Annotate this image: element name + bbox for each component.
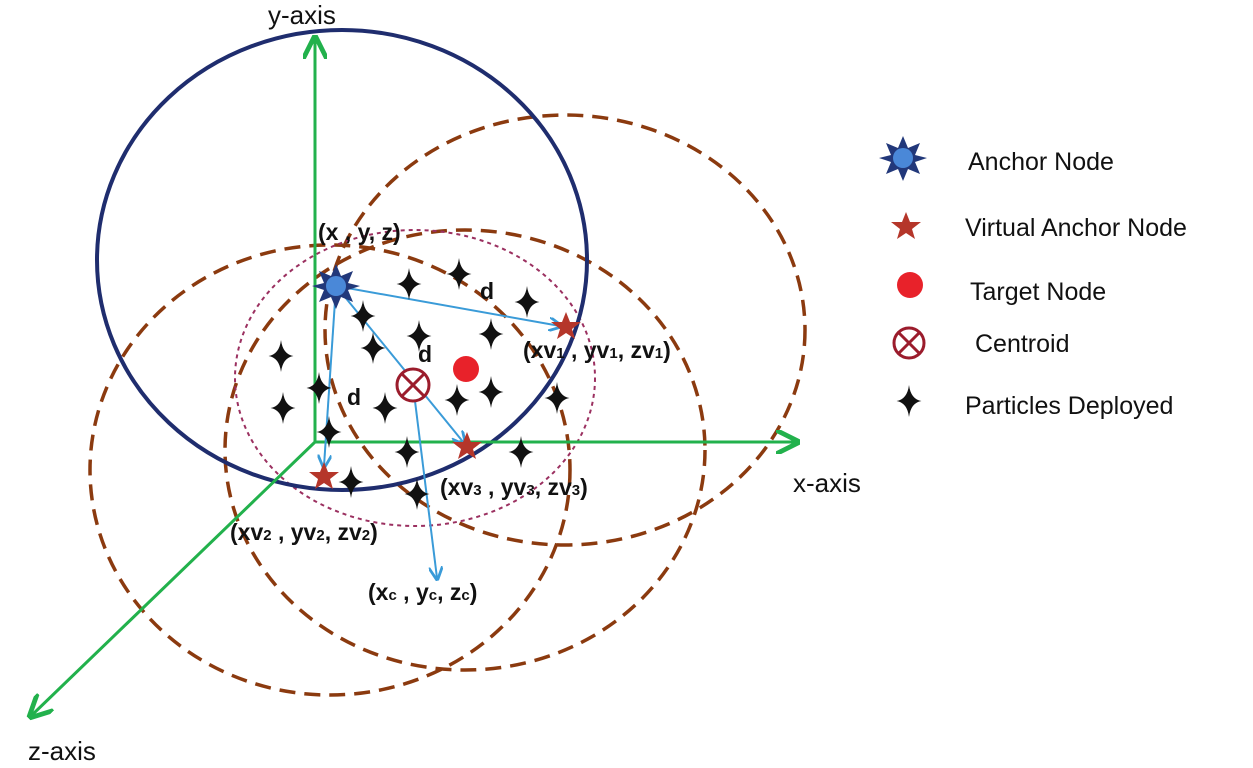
particle: [478, 318, 504, 350]
anchor-range-circle: [95, 28, 589, 492]
virtual-anchor-1: [551, 312, 581, 339]
particle: [444, 384, 470, 416]
legend-item-virtual: Virtual Anchor Node: [891, 212, 1187, 242]
virtual-anchor-2: [309, 462, 339, 489]
particle: [372, 392, 398, 424]
legend-label-anchor: Anchor Node: [968, 148, 1114, 176]
legend: Anchor Node Virtual Anchor Node Target N…: [879, 136, 1187, 420]
virtual-anchor-3: [452, 432, 482, 459]
particle: [350, 300, 376, 332]
z-axis-label: z-axis: [28, 736, 96, 766]
z-axis-line: [32, 440, 317, 715]
four-point-star-icon: [896, 385, 922, 417]
particle: [514, 286, 540, 318]
legend-label-particles: Particles Deployed: [965, 392, 1173, 420]
centroid-coord-label: (xc , yc, zc): [368, 579, 477, 605]
dashed-circle-3: [223, 228, 707, 672]
legend-item-centroid: Centroid: [892, 326, 1070, 360]
particle: [360, 332, 386, 364]
red-dot-icon: [897, 272, 923, 298]
anchor-coord-label: (x , y, z): [318, 219, 401, 245]
legend-label-target: Target Node: [970, 278, 1106, 306]
dashed-circle-2: [88, 243, 572, 697]
red-star-icon: [891, 212, 921, 239]
dashed-circle-1: [323, 113, 807, 547]
blue-star-icon: [879, 136, 927, 181]
axes: [32, 40, 795, 715]
distance-label-2: d: [418, 341, 432, 367]
particle: [270, 392, 296, 424]
particle: [478, 376, 504, 408]
legend-label-centroid: Centroid: [975, 330, 1070, 358]
arrow-to-v1: [335, 285, 560, 326]
distance-label-1: d: [480, 278, 494, 304]
dotted-circle: [234, 229, 596, 527]
v1-coord-label: (xv1 , yv1, zv1): [523, 337, 671, 363]
particle: [268, 340, 294, 372]
legend-item-particles: Particles Deployed: [896, 385, 1173, 420]
distance-label-3: d: [347, 384, 361, 410]
legend-item-target: Target Node: [897, 272, 1106, 306]
anchor-node: [312, 264, 360, 309]
particle: [396, 268, 422, 300]
arrow-to-v3: [335, 285, 464, 443]
target-node: [453, 356, 479, 382]
circled-cross-icon: [892, 326, 926, 360]
arrow-to-centroid: [412, 384, 437, 578]
dashed-range-circles: [88, 113, 807, 697]
legend-label-virtual: Virtual Anchor Node: [965, 214, 1187, 242]
v3-coord-label: (xv3 , yv3, zv3): [440, 474, 588, 500]
x-axis-label: x-axis: [793, 468, 861, 498]
particle: [338, 466, 364, 498]
legend-item-anchor: Anchor Node: [879, 136, 1114, 181]
virtual-anchors: [309, 312, 581, 489]
centroid-node: [395, 367, 431, 403]
v2-coord-label: (xv2 , yv2, zv2): [230, 519, 378, 545]
y-axis-label: y-axis: [268, 0, 336, 30]
